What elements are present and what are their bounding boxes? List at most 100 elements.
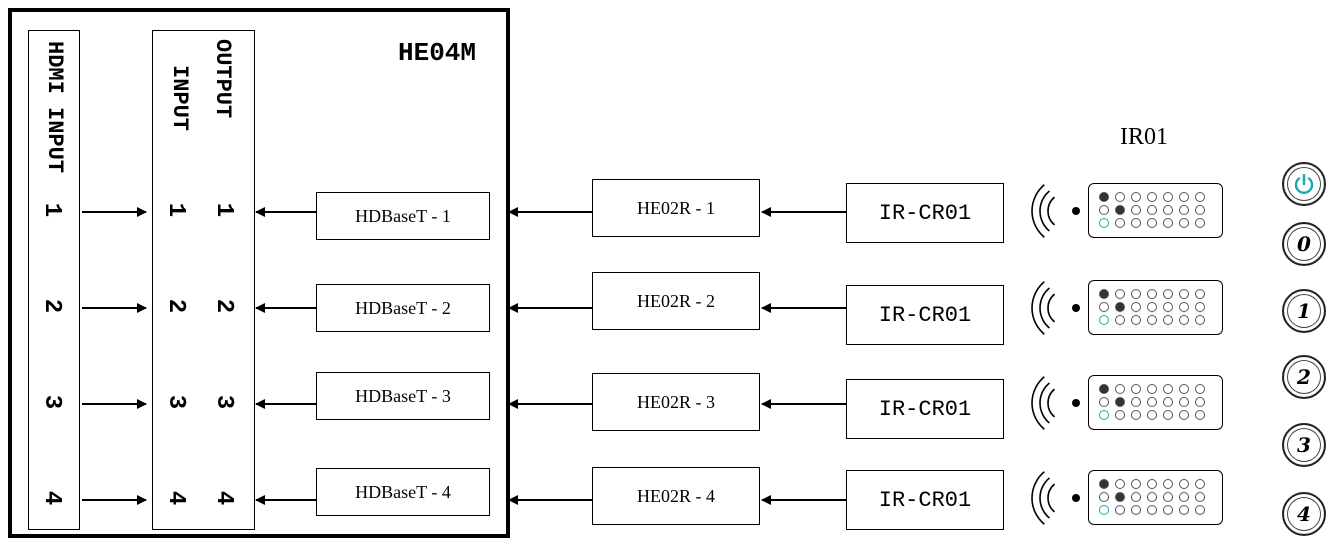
remote-control-2 xyxy=(1088,280,1223,335)
remote-key-icon xyxy=(1147,479,1157,489)
remote-key-icon xyxy=(1099,397,1109,407)
remote-button-3[interactable]: 3 xyxy=(1282,423,1326,467)
remote-key-icon xyxy=(1195,410,1205,420)
remote-key-icon xyxy=(1179,410,1189,420)
ir-wave-3-1 xyxy=(1047,388,1056,418)
remote-key-icon xyxy=(1147,397,1157,407)
remote-key-icon xyxy=(1099,479,1109,489)
remote-key-icon xyxy=(1115,479,1125,489)
remote-key-icon xyxy=(1195,192,1205,202)
ir-wave-1-1 xyxy=(1047,196,1056,226)
remote-key-icon xyxy=(1163,302,1173,312)
remote-key-icon xyxy=(1195,302,1205,312)
port-number-hdmi-3: 3 xyxy=(38,394,66,410)
ir-wave-2-3 xyxy=(1031,281,1045,335)
remote-key-icon xyxy=(1147,384,1157,394)
remote-key-icon xyxy=(1195,315,1205,325)
remote-key-icon xyxy=(1131,410,1141,420)
wave-group xyxy=(1031,184,1080,525)
ir-wave-4-1 xyxy=(1047,483,1056,513)
remote-key-icon xyxy=(1179,192,1189,202)
remote-button-2[interactable]: 2 xyxy=(1282,355,1326,399)
remote-key-icon xyxy=(1147,302,1157,312)
remote-button-label: 4 xyxy=(1297,502,1311,526)
ir-wave-4-3 xyxy=(1031,471,1045,525)
remote-key-icon xyxy=(1147,492,1157,502)
remote-key-icon xyxy=(1099,218,1109,228)
remote-key-icon xyxy=(1147,315,1157,325)
remote-key-icon xyxy=(1163,384,1173,394)
he04m-title: HE04M xyxy=(398,38,477,68)
ir-receiver-box-2: IR-CR01 xyxy=(846,285,1004,345)
remote-key-icon xyxy=(1099,492,1109,502)
remote-key-icon xyxy=(1147,192,1157,202)
remote-key-icon xyxy=(1195,397,1205,407)
ir-receiver-box-4: IR-CR01 xyxy=(846,470,1004,530)
output-label: OUTPUT xyxy=(210,39,235,119)
ir-wave-3-3 xyxy=(1031,376,1045,430)
hdbaset-box-1: HDBaseT - 1 xyxy=(316,192,490,240)
remote-key-icon xyxy=(1115,397,1125,407)
hdbaset-box-4: HDBaseT - 4 xyxy=(316,468,490,516)
remote-key-icon xyxy=(1131,302,1141,312)
remote-key-icon xyxy=(1163,492,1173,502)
remote-key-icon xyxy=(1115,384,1125,394)
remote-key-icon xyxy=(1195,492,1205,502)
remote-key-icon xyxy=(1099,505,1109,515)
output-input-panel: OUTPUT INPUT xyxy=(152,30,255,530)
remote-key-icon xyxy=(1195,289,1205,299)
remote-key-icon xyxy=(1131,205,1141,215)
port-number-input-4: 4 xyxy=(162,490,190,506)
ir-wave-1-2 xyxy=(1039,190,1050,232)
ir-wave-3-2 xyxy=(1039,382,1050,424)
remote-key-icon xyxy=(1099,384,1109,394)
remote-key-icon xyxy=(1163,397,1173,407)
remote-key-icon xyxy=(1195,384,1205,394)
remote-key-icon xyxy=(1163,289,1173,299)
ir-wave-2-1 xyxy=(1047,293,1056,323)
remote-button-1[interactable]: 1 xyxy=(1282,289,1326,333)
ir-receiver-box-3: IR-CR01 xyxy=(846,379,1004,439)
remote-button-label: 3 xyxy=(1297,433,1311,457)
remote-key-icon xyxy=(1163,505,1173,515)
power-button[interactable] xyxy=(1282,162,1326,206)
port-number-hdmi-4: 4 xyxy=(38,490,66,506)
remote-key-icon xyxy=(1115,410,1125,420)
remote-button-0[interactable]: 0 xyxy=(1282,222,1326,266)
ir-emitter-dot-1 xyxy=(1072,207,1080,215)
hdmi-input-panel: HDMI INPUT xyxy=(28,30,80,530)
remote-key-icon xyxy=(1179,492,1189,502)
remote-key-icon xyxy=(1179,479,1189,489)
remote-key-icon xyxy=(1179,205,1189,215)
port-number-output-1: 1 xyxy=(210,202,238,218)
remote-key-icon xyxy=(1147,205,1157,215)
remote-key-icon xyxy=(1179,397,1189,407)
receiver-box-4: HE02R - 4 xyxy=(592,467,760,525)
remote-key-icon xyxy=(1179,218,1189,228)
remote-key-icon xyxy=(1163,410,1173,420)
remote-key-icon xyxy=(1099,192,1109,202)
remote-key-icon xyxy=(1131,397,1141,407)
ir-emitter-dot-2 xyxy=(1072,304,1080,312)
ir-receiver-box-1: IR-CR01 xyxy=(846,183,1004,243)
remote-key-icon xyxy=(1195,205,1205,215)
remote-button-label: 1 xyxy=(1297,299,1311,323)
remote-key-icon xyxy=(1131,192,1141,202)
receiver-box-1: HE02R - 1 xyxy=(592,179,760,237)
remote-button-4[interactable]: 4 xyxy=(1282,492,1326,536)
remote-key-icon xyxy=(1131,479,1141,489)
arrow-group xyxy=(82,207,846,505)
ir-wave-2-2 xyxy=(1039,287,1050,329)
remote-label: IR01 xyxy=(1120,124,1168,150)
port-number-input-1: 1 xyxy=(162,202,190,218)
remote-key-icon xyxy=(1115,192,1125,202)
remote-key-icon xyxy=(1099,302,1109,312)
ir-emitter-dot-3 xyxy=(1072,399,1080,407)
remote-control-3 xyxy=(1088,375,1223,430)
remote-key-icon xyxy=(1115,302,1125,312)
remote-key-icon xyxy=(1099,315,1109,325)
ir-emitter-dot-4 xyxy=(1072,494,1080,502)
remote-key-icon xyxy=(1163,192,1173,202)
remote-key-icon xyxy=(1163,218,1173,228)
